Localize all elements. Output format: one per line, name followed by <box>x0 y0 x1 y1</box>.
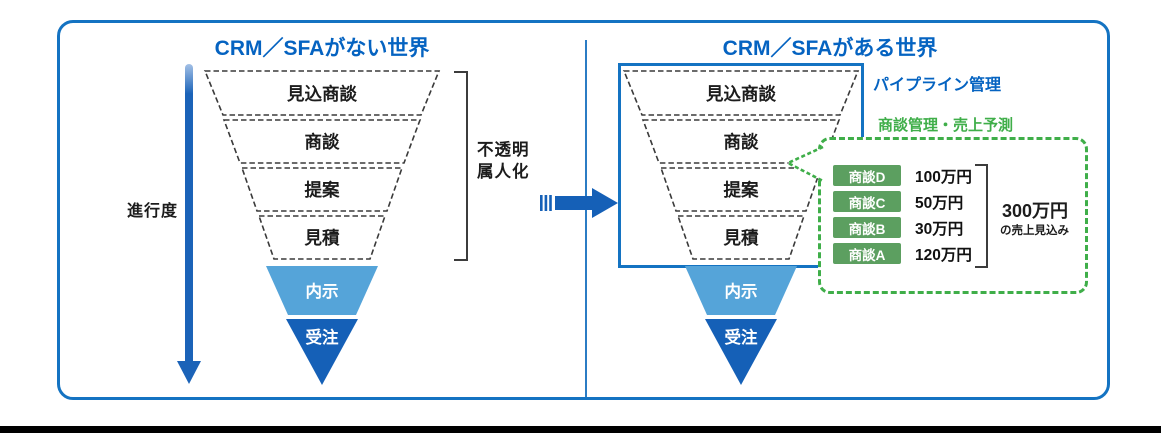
left-funnel-stage5-shape <box>266 266 378 315</box>
opaque-label: 不透明 属人化 <box>477 139 530 183</box>
right-panel-title: CRM／SFAがある世界 <box>722 37 938 60</box>
right-funnel-stage5-label: 内示 <box>725 281 758 301</box>
transition-arrow-icon <box>540 188 618 218</box>
left-funnel-stage5-label: 内示 <box>306 281 339 301</box>
deal-amount: 100万円 <box>915 168 972 186</box>
left-funnel-icon: 見込商談 商談 提案 見積 内示 受注 <box>203 70 441 385</box>
right-funnel-stage4-label: 見積 <box>723 228 759 248</box>
opaque-label-line2: 属人化 <box>477 163 530 181</box>
deal-total-note: の売上見込み <box>1000 225 1069 237</box>
left-funnel-bracket <box>454 71 468 261</box>
progress-axis-label: 進行度 <box>127 203 179 220</box>
right-funnel-stage2-label: 商談 <box>724 132 759 152</box>
deal-row: 商談A 120万円 <box>833 243 972 264</box>
right-funnel-stage1-label: 見込商談 <box>705 84 776 104</box>
left-funnel-stage2-label: 商談 <box>305 132 340 152</box>
right-funnel-stage3-label: 提案 <box>724 180 759 200</box>
forecast-label: 商談管理・売上予測 <box>878 117 1014 134</box>
progress-arrow-head-icon <box>177 361 201 384</box>
progress-arrow-shaft <box>185 64 193 362</box>
deal-callout-tail-icon <box>786 146 824 182</box>
left-funnel-stage3-shape <box>240 167 404 212</box>
right-funnel-stage6-label: 受注 <box>725 327 759 347</box>
deal-amount: 50万円 <box>915 194 964 212</box>
right-funnel-stage5-shape <box>685 266 797 315</box>
bottom-edge-bar <box>0 426 1161 433</box>
deal-name-badge: 商談C <box>833 191 901 212</box>
right-funnel-stage3-shape <box>659 167 823 212</box>
left-funnel-stage6-label: 受注 <box>306 327 340 347</box>
deal-total-amount: 300万円 <box>1002 201 1069 221</box>
right-funnel-stage4-shape <box>676 215 806 260</box>
left-funnel-stage2-shape <box>222 119 422 164</box>
deal-total-bracket <box>975 164 988 268</box>
opaque-label-line1: 不透明 <box>477 141 530 159</box>
deal-row: 商談B 30万円 <box>833 217 963 238</box>
left-funnel-stage4-shape <box>257 215 387 260</box>
deal-row: 商談C 50万円 <box>833 191 963 212</box>
panel-divider <box>585 40 587 397</box>
deal-row: 商談D 100万円 <box>833 165 972 186</box>
outer-frame <box>57 20 1110 400</box>
left-funnel-stage6-shape <box>286 319 358 385</box>
left-panel-title: CRM／SFAがない世界 <box>214 37 430 60</box>
deal-name-badge: 商談D <box>833 165 901 186</box>
pipeline-management-label: パイプライン管理 <box>873 77 1002 94</box>
deal-callout-box <box>818 137 1088 294</box>
deal-amount: 120万円 <box>915 246 972 264</box>
deal-name-badge: 商談A <box>833 243 901 264</box>
left-funnel-stage1-shape <box>203 70 441 116</box>
right-funnel-stage6-shape <box>705 319 777 385</box>
left-funnel-stage4-label: 見積 <box>304 228 340 248</box>
right-funnel-stage1-shape <box>622 70 860 116</box>
deal-amount: 30万円 <box>915 220 964 238</box>
left-funnel-stage1-label: 見込商談 <box>286 84 357 104</box>
right-funnel-icon: 見込商談 商談 提案 見積 内示 受注 <box>622 70 860 385</box>
left-funnel-stage3-label: 提案 <box>305 180 340 200</box>
deal-name-badge: 商談B <box>833 217 901 238</box>
